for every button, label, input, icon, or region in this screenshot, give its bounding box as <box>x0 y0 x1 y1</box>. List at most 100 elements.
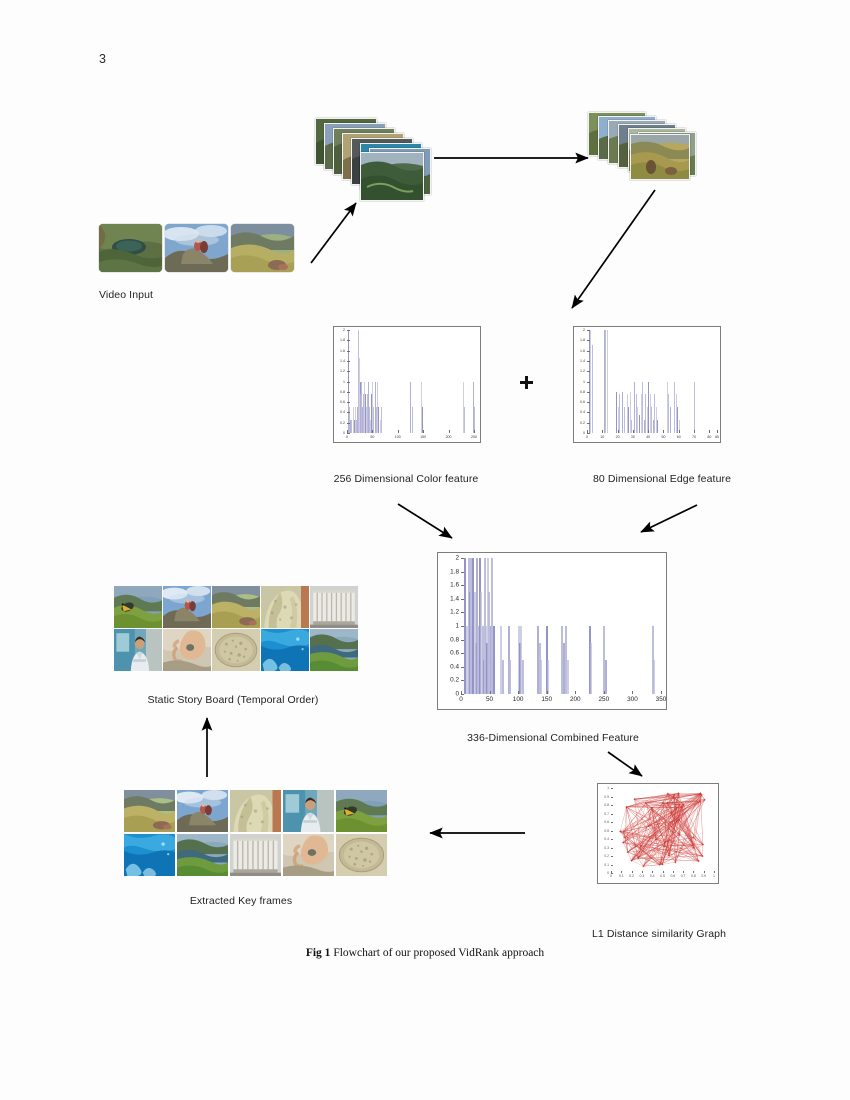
y-tick <box>611 788 613 789</box>
x-tick-label: 100 <box>512 696 524 703</box>
keyframes-label: Extracted Key frames <box>189 895 293 907</box>
chart-bar <box>537 626 539 694</box>
graph-edge <box>667 793 675 796</box>
y-tick <box>347 381 350 383</box>
graph-node <box>622 830 625 833</box>
graph-edge <box>659 844 704 865</box>
graph-edge <box>651 807 660 865</box>
x-tick-label: 60 <box>676 435 681 439</box>
graph-edge <box>659 837 694 865</box>
underwater-blue <box>124 834 175 876</box>
graph-edge <box>643 819 680 867</box>
graph-edge <box>631 807 653 861</box>
chart-bars <box>333 326 481 443</box>
y-tick <box>461 680 464 682</box>
y-tick <box>347 371 350 373</box>
graph-node <box>698 800 701 803</box>
graph-edge <box>663 802 680 805</box>
video-input-frame-3 <box>231 224 294 272</box>
mountain-meadow <box>212 586 260 628</box>
graph-node <box>682 803 685 806</box>
chart-bar <box>480 592 483 694</box>
chart-bar <box>646 407 648 433</box>
x-tick <box>473 430 475 433</box>
graph-edge <box>662 861 676 865</box>
y-tick-label: 0.5 <box>604 828 609 833</box>
graph-edge <box>645 802 703 857</box>
graph-edge <box>631 845 694 861</box>
chart-bar <box>518 643 521 694</box>
x-tick-label: 0.7 <box>680 874 686 878</box>
y-tick <box>587 412 590 414</box>
y-tick-label: 0.8 <box>604 803 609 807</box>
plus-icon <box>520 376 533 389</box>
y-tick <box>611 839 613 840</box>
graph-edge <box>634 794 675 800</box>
climber-on-peak <box>177 790 228 832</box>
graph-edge <box>683 804 695 848</box>
x-tick-label: 0.2 <box>629 874 634 878</box>
chart-bar <box>471 626 474 694</box>
y-tick-label: 0 <box>455 690 459 698</box>
chart-bar <box>669 407 671 433</box>
video-input-frame-2 <box>165 224 228 272</box>
chart-bar <box>677 407 679 433</box>
x-tick <box>648 430 650 433</box>
x-tick <box>546 691 548 694</box>
chart-bar <box>540 660 543 694</box>
graph-edge <box>683 804 694 846</box>
chart-bar <box>603 330 605 433</box>
chart-bar <box>378 407 380 433</box>
chart-bar <box>462 381 464 433</box>
x-tick-label: 150 <box>541 696 553 703</box>
chart-bar <box>649 394 651 433</box>
chart-bar <box>473 592 476 694</box>
man-in-lab <box>114 629 162 671</box>
y-tick <box>347 433 350 434</box>
x-tick-label: 0.5 <box>660 874 665 878</box>
y-tick <box>347 422 350 424</box>
graph-edge <box>620 802 668 832</box>
bird-on-grass <box>336 790 387 832</box>
chart-bar <box>420 381 422 433</box>
chart-bar <box>352 407 354 433</box>
graph-node <box>663 845 666 848</box>
y-tick <box>461 666 464 668</box>
chart-bar <box>368 381 370 433</box>
graph-edge <box>645 794 675 804</box>
chart-bar <box>374 381 376 433</box>
chart-bar <box>356 420 358 433</box>
chart-bar <box>545 626 548 694</box>
graph-edge <box>667 793 672 813</box>
chart-bar <box>653 660 655 694</box>
graph-node <box>692 836 695 839</box>
x-tick-label: 0 <box>346 435 348 439</box>
chart-bar <box>477 626 479 694</box>
y-tick-label: 0.2 <box>450 676 459 684</box>
x-tick-label: 30 <box>630 435 635 439</box>
y-tick-label: 1 <box>607 786 609 790</box>
graph-edge <box>673 796 694 846</box>
x-tick-label: 0.9 <box>701 874 707 878</box>
chart-bar <box>412 407 413 433</box>
chart-bar <box>493 626 495 694</box>
graph-edge <box>693 794 702 848</box>
x-tick-label: 70 <box>692 435 697 439</box>
graph-edge <box>623 842 628 853</box>
graph-edge <box>659 794 702 865</box>
x-tick <box>347 430 348 433</box>
x-tick <box>602 430 604 433</box>
graph-node <box>642 865 645 868</box>
stack-frame <box>630 134 690 180</box>
graph-edge <box>702 844 704 857</box>
rock-texture <box>261 586 309 628</box>
graph-edge <box>643 864 660 867</box>
graph-edge <box>664 845 699 862</box>
chart-bar <box>474 407 476 433</box>
x-tick <box>694 430 696 433</box>
x-tick <box>632 691 634 694</box>
chart-bars <box>437 552 667 710</box>
chart-bar <box>377 381 379 433</box>
graph-edge <box>631 794 675 861</box>
x-tick <box>461 691 462 694</box>
